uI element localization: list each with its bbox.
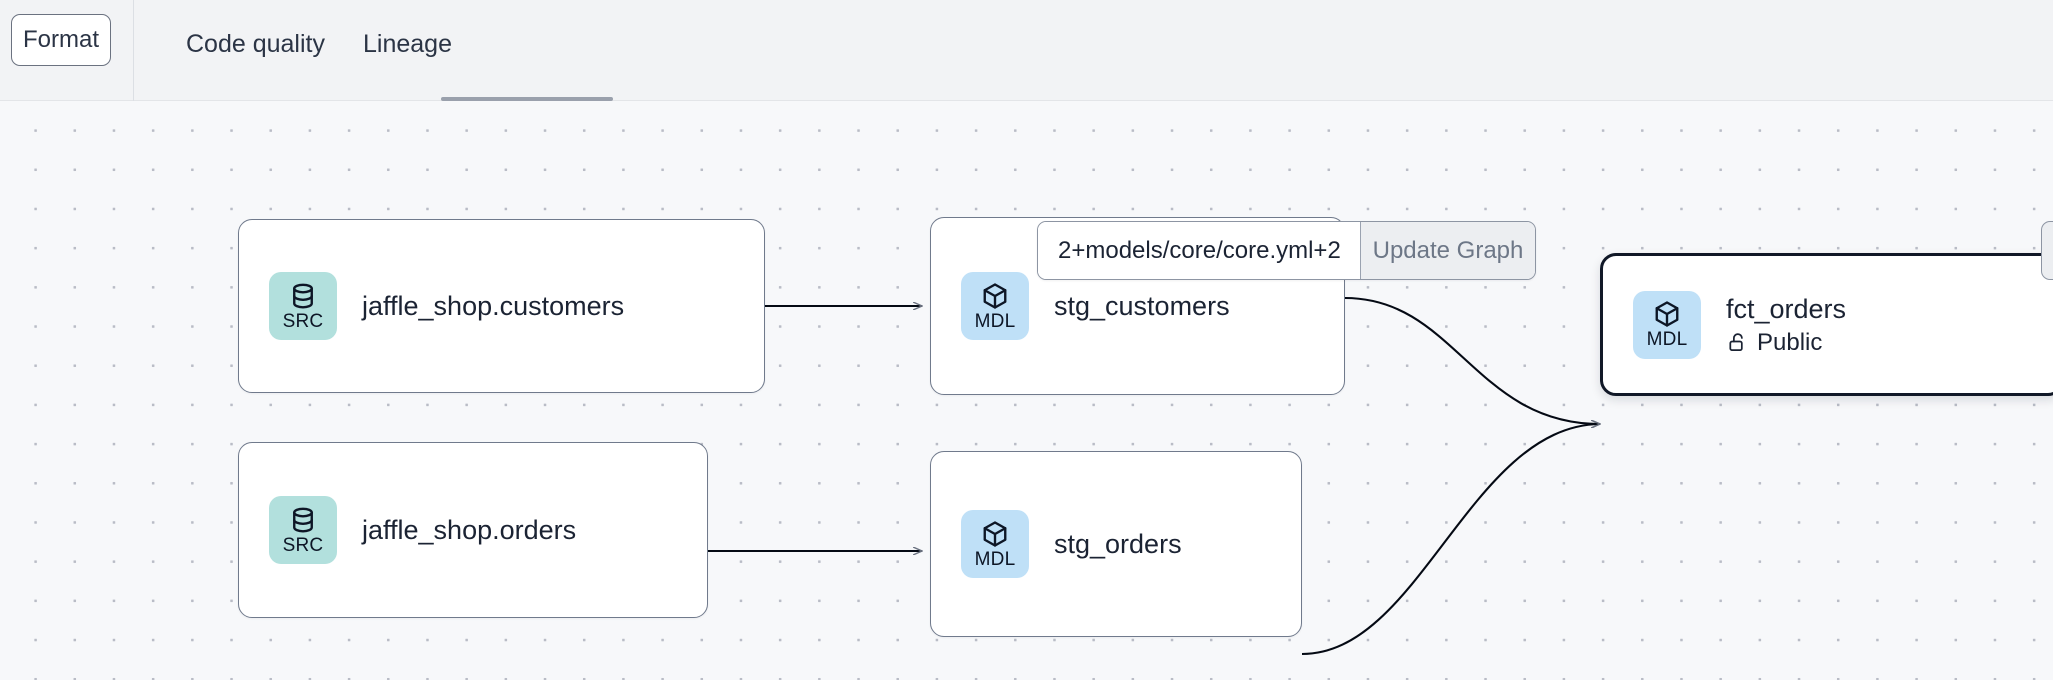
node-title: jaffle_shop.customers: [362, 291, 625, 321]
node-body: fct_orders Public: [1726, 292, 1846, 358]
badge-kind-label: MDL: [1646, 329, 1688, 350]
badge-mdl: MDL: [961, 272, 1029, 340]
cube-icon: [980, 281, 1010, 311]
tab-lineage[interactable]: Lineage: [363, 30, 452, 58]
database-icon: [288, 505, 318, 535]
cube-icon: [1652, 299, 1682, 329]
badge-kind-label: MDL: [974, 548, 1016, 570]
database-icon: [288, 281, 318, 311]
cube-icon: [980, 519, 1010, 549]
graph-toolbar-overflow-control[interactable]: [2041, 221, 2053, 280]
node-body: jaffle_shop.orders: [362, 513, 576, 547]
badge-kind-label: MDL: [974, 310, 1016, 332]
node-title: stg_customers: [1054, 291, 1230, 321]
lineage-node-stg-orders[interactable]: MDL stg_orders: [930, 451, 1302, 637]
node-title: stg_orders: [1054, 529, 1182, 559]
node-title: jaffle_shop.orders: [362, 515, 577, 545]
format-button[interactable]: Format: [11, 14, 111, 66]
graph-selector-control[interactable]: Update Graph: [1037, 221, 1536, 280]
badge-src: SRC: [269, 496, 337, 564]
lineage-node-fct-orders[interactable]: MDL fct_orders Public: [1600, 253, 2053, 396]
badge-kind-label: SRC: [282, 310, 324, 332]
node-access-badge: Public: [1726, 328, 1846, 358]
lineage-node-jaffle-shop-orders[interactable]: SRC jaffle_shop.orders: [238, 442, 708, 618]
node-body: stg_orders: [1054, 527, 1182, 561]
lineage-canvas[interactable]: SRC jaffle_shop.customers SRC jaffle_sho…: [0, 101, 2053, 680]
node-body: jaffle_shop.customers: [362, 289, 624, 323]
update-graph-button[interactable]: Update Graph: [1360, 222, 1535, 279]
badge-src: SRC: [269, 272, 337, 340]
edge-stg-customers-to-fct-orders: [1344, 296, 1600, 424]
badge-mdl: MDL: [1633, 290, 1701, 359]
badge-kind-label: SRC: [282, 534, 324, 556]
graph-selector-input[interactable]: [1038, 222, 1360, 279]
unlock-icon: [1726, 331, 1749, 354]
badge-mdl: MDL: [961, 510, 1029, 578]
node-body: stg_customers: [1054, 289, 1230, 323]
tab-active-indicator: [441, 97, 613, 101]
lineage-node-jaffle-shop-customers[interactable]: SRC jaffle_shop.customers: [238, 219, 765, 393]
edge-stg-orders-to-fct-orders: [1301, 424, 1600, 656]
editor-toolbar: Format Code quality Lineage: [0, 0, 2053, 101]
toolbar-divider: [133, 0, 134, 101]
node-access-label: Public: [1757, 328, 1823, 356]
node-title: fct_orders: [1726, 293, 1847, 324]
tab-code-quality[interactable]: Code quality: [186, 30, 325, 58]
